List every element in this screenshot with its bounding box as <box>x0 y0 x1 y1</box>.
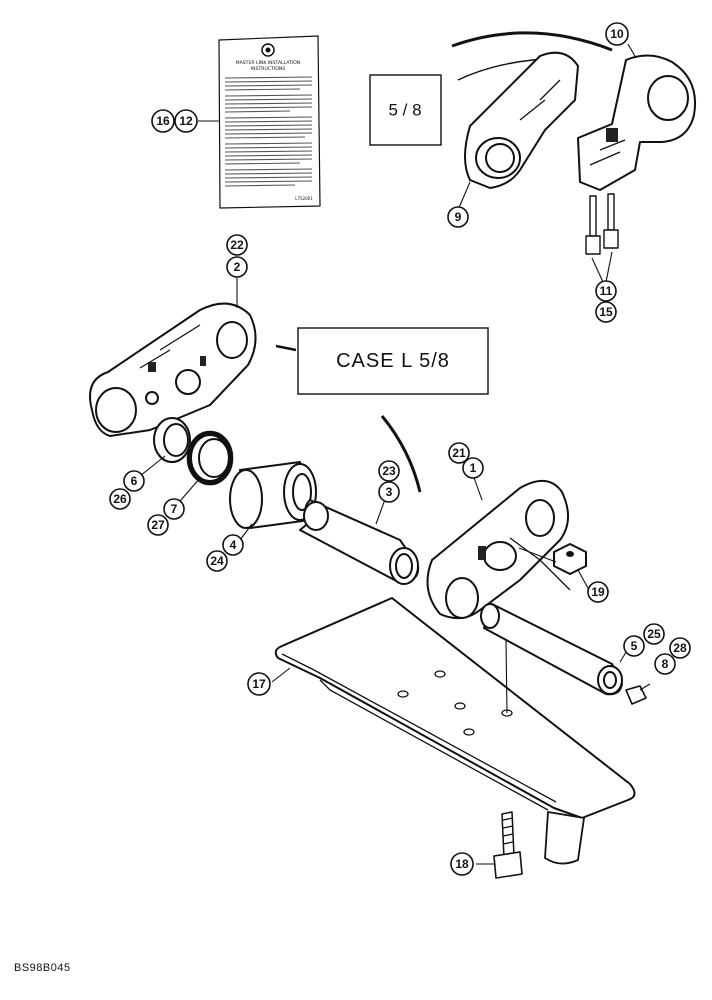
half-master-link-right <box>577 54 696 191</box>
callout-17: 17 <box>247 672 271 696</box>
svg-text:18: 18 <box>455 857 469 871</box>
svg-text:4: 4 <box>230 538 237 552</box>
callout-23: 23 <box>378 460 400 482</box>
svg-text:24: 24 <box>210 554 224 568</box>
callout-25: 25 <box>643 623 665 645</box>
svg-text:15: 15 <box>599 305 613 319</box>
callout-26: 26 <box>109 488 131 510</box>
callout-8: 8 <box>654 653 676 675</box>
track-shoe <box>274 597 636 865</box>
label-box-small-text: 5 / 8 <box>388 101 421 120</box>
callout-21: 21 <box>448 442 470 464</box>
svg-text:12: 12 <box>179 114 193 128</box>
callout-2: 2 <box>226 256 248 278</box>
callout-9: 9 <box>447 206 469 228</box>
instruction-sheet: MASTER LINK INSTALLATION INSTRUCTIONS L7… <box>218 35 321 209</box>
callout-11: 11 <box>595 280 617 302</box>
svg-text:27: 27 <box>151 518 165 532</box>
plug <box>625 683 651 705</box>
callout-7: 7 <box>163 498 185 520</box>
svg-text:8: 8 <box>662 657 669 671</box>
instruction-footer-code: L7S2001 <box>295 196 313 201</box>
svg-text:26: 26 <box>113 492 127 506</box>
callout-16: 16 <box>151 109 175 133</box>
svg-text:28: 28 <box>673 641 687 655</box>
pin-short <box>480 603 623 696</box>
label-box-small: 5 / 8 <box>369 74 442 146</box>
svg-text:1: 1 <box>470 461 477 475</box>
callout-6: 6 <box>123 470 145 492</box>
callout-5: 5 <box>623 635 645 657</box>
callout-28: 28 <box>669 637 691 659</box>
label-box-large: CASE L 5/8 <box>297 327 489 395</box>
svg-text:3: 3 <box>386 485 393 499</box>
instruction-title-line1: MASTER LINK INSTALLATION <box>236 60 301 66</box>
callout-22: 22 <box>226 234 248 256</box>
svg-text:2: 2 <box>234 260 241 274</box>
callout-3: 3 <box>378 481 400 503</box>
pin-long <box>299 499 420 585</box>
svg-text:23: 23 <box>382 464 396 478</box>
callout-24: 24 <box>206 550 228 572</box>
seal <box>186 430 234 486</box>
callout-19: 19 <box>587 581 609 603</box>
master-link-bolts <box>585 193 619 283</box>
svg-text:22: 22 <box>230 238 244 252</box>
callout-27: 27 <box>147 514 169 536</box>
callout-12: 12 <box>174 109 198 133</box>
svg-text:21: 21 <box>452 446 466 460</box>
svg-text:25: 25 <box>647 627 661 641</box>
svg-text:16: 16 <box>156 114 170 128</box>
callout-15: 15 <box>595 301 617 323</box>
instruction-title-line2: INSTRUCTIONS <box>251 66 285 72</box>
svg-text:9: 9 <box>455 210 462 224</box>
svg-text:5: 5 <box>631 639 638 653</box>
svg-text:19: 19 <box>591 585 605 599</box>
bushing <box>229 461 317 529</box>
callout-18: 18 <box>450 852 474 876</box>
shoe-bolt <box>493 811 523 879</box>
callout-10: 10 <box>605 22 629 46</box>
svg-text:10: 10 <box>610 27 624 41</box>
master-link-left <box>89 302 257 437</box>
half-master-link-left <box>464 51 579 189</box>
figure-code: BS98B045 <box>14 962 71 974</box>
bushing-ring <box>153 417 191 463</box>
label-box-large-text: CASE L 5/8 <box>336 350 450 372</box>
svg-text:17: 17 <box>252 677 266 691</box>
svg-text:11: 11 <box>600 284 613 298</box>
callout-4: 4 <box>222 534 244 556</box>
nut <box>553 543 587 575</box>
master-link-right <box>426 480 571 620</box>
callout-1: 1 <box>462 457 484 479</box>
svg-text:6: 6 <box>131 474 138 488</box>
svg-text:7: 7 <box>171 502 178 516</box>
